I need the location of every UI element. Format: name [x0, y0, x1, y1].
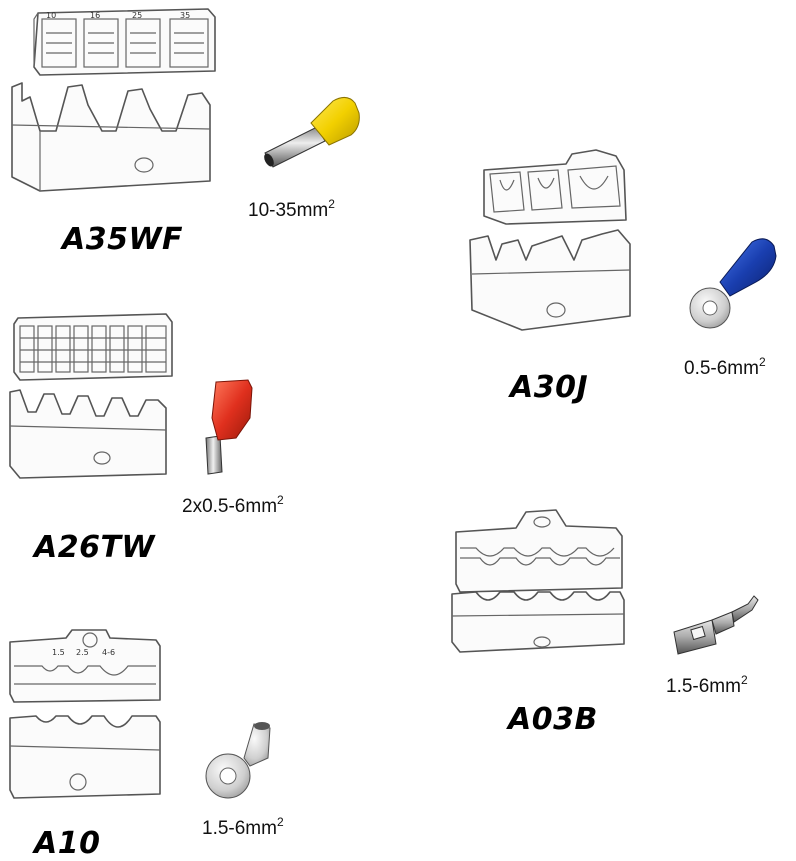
size-label: 1.5-6mm2: [666, 673, 748, 697]
die-mark: 35: [180, 11, 190, 20]
die-mark: 4-6: [102, 648, 115, 657]
crimp-die-a26tw-illustration: [6, 308, 176, 483]
die-mark: 16: [90, 11, 100, 20]
crimp-die-a35wf-illustration: 10 16 25 35: [10, 5, 220, 195]
twin-ferrule-icon: [198, 378, 268, 478]
spade-terminal-icon: [668, 592, 768, 662]
model-label: A35WF: [62, 222, 184, 257]
die-mark: 10: [46, 11, 56, 20]
ring-terminal-icon: [200, 718, 280, 808]
yellow-ferrule-icon: [255, 93, 365, 173]
size-label: 2x0.5-6mm2: [182, 493, 284, 517]
model-label: A10: [34, 826, 101, 861]
die-mark: 1.5: [52, 648, 65, 657]
die-mark: 2.5: [76, 648, 89, 657]
size-label: 10-35mm2: [248, 197, 335, 221]
model-label: A03B: [508, 702, 598, 737]
crimp-die-a03b-illustration: [446, 502, 626, 662]
model-label: A26TW: [34, 530, 156, 565]
crimp-die-a30j-illustration: [466, 140, 646, 345]
blue-ring-terminal-icon: [686, 234, 786, 334]
size-label: 0.5-6mm2: [684, 355, 766, 379]
model-label: A30J: [510, 370, 589, 405]
size-label: 1.5-6mm2: [202, 815, 284, 839]
crimp-die-a10-illustration: 1.5 2.5 4-6: [6, 622, 166, 802]
die-mark: 25: [132, 11, 142, 20]
